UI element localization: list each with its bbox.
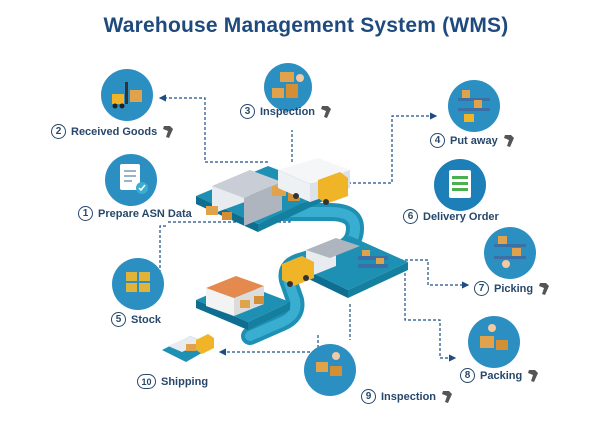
connector-received-goods (158, 94, 268, 163)
barcode-scanner-icon (442, 390, 453, 403)
inspection-top-icon (264, 63, 312, 111)
received-goods-icon (101, 69, 153, 121)
step-label: Stock (131, 313, 161, 326)
step-shipping: 10 Shipping (137, 374, 208, 389)
step-label: Prepare ASN Data (98, 207, 192, 220)
step-label: Received Goods (71, 125, 158, 138)
step-label: Picking (494, 282, 534, 295)
step-number: 2 (51, 124, 66, 139)
step-inspection-bottom: 9 Inspection (361, 389, 453, 404)
step-picking: 7 Picking (474, 281, 550, 296)
step-delivery-order: 6 Delivery Order (403, 209, 499, 224)
step-label: Delivery Order (423, 210, 499, 223)
box (272, 186, 286, 196)
delivery-truck-top (278, 158, 350, 205)
step-prepare-asn: 1 Prepare ASN Data (78, 206, 192, 221)
connector-shipping (218, 335, 319, 356)
step-label: Inspection (381, 390, 437, 403)
box (222, 212, 232, 220)
delivery-order-icon (434, 159, 486, 211)
barcode-scanner-icon (528, 369, 539, 382)
put-away-icon (448, 80, 500, 132)
step-number: 1 (78, 206, 93, 221)
connector-picking (400, 259, 470, 289)
connector-packing (404, 268, 457, 362)
connector-lines (158, 94, 470, 362)
step-number: 8 (460, 368, 475, 383)
step-number: 4 (430, 133, 445, 148)
stock-icon (112, 258, 164, 310)
step-number: 3 (240, 104, 255, 119)
step-label: Inspection (260, 105, 316, 118)
step-inspection-top: 3 Inspection (240, 104, 332, 119)
connector-put-away (348, 112, 438, 184)
picking-icon (484, 227, 536, 279)
station-icons (101, 63, 536, 396)
step-received-goods: 2 Received Goods (51, 124, 174, 139)
barcode-scanner-icon (163, 125, 174, 138)
step-put-away: 4 Put away (430, 133, 515, 148)
connector-stock (159, 225, 168, 278)
step-label: Packing (480, 369, 523, 382)
shipping-warehouse (196, 276, 290, 330)
step-label: Shipping (161, 375, 209, 388)
step-stock: 5 Stock (111, 312, 161, 327)
step-number: 9 (361, 389, 376, 404)
packing-icon (468, 316, 520, 368)
prepare-asn-icon (105, 154, 157, 206)
shipping-icon (162, 334, 214, 362)
box (206, 206, 218, 215)
step-label: Put away (450, 134, 498, 147)
barcode-scanner-icon (321, 105, 332, 118)
inspection-bottom-icon (304, 344, 356, 396)
barcode-scanner-icon (503, 134, 514, 147)
step-number: 7 (474, 281, 489, 296)
step-number: 6 (403, 209, 418, 224)
barcode-scanner-icon (539, 282, 550, 295)
picking-area (282, 236, 408, 298)
step-packing: 8 Packing (460, 368, 539, 383)
page-title: Warehouse Management System (WMS) (103, 14, 509, 37)
step-number: 10 (137, 374, 156, 389)
step-number: 5 (111, 312, 126, 327)
